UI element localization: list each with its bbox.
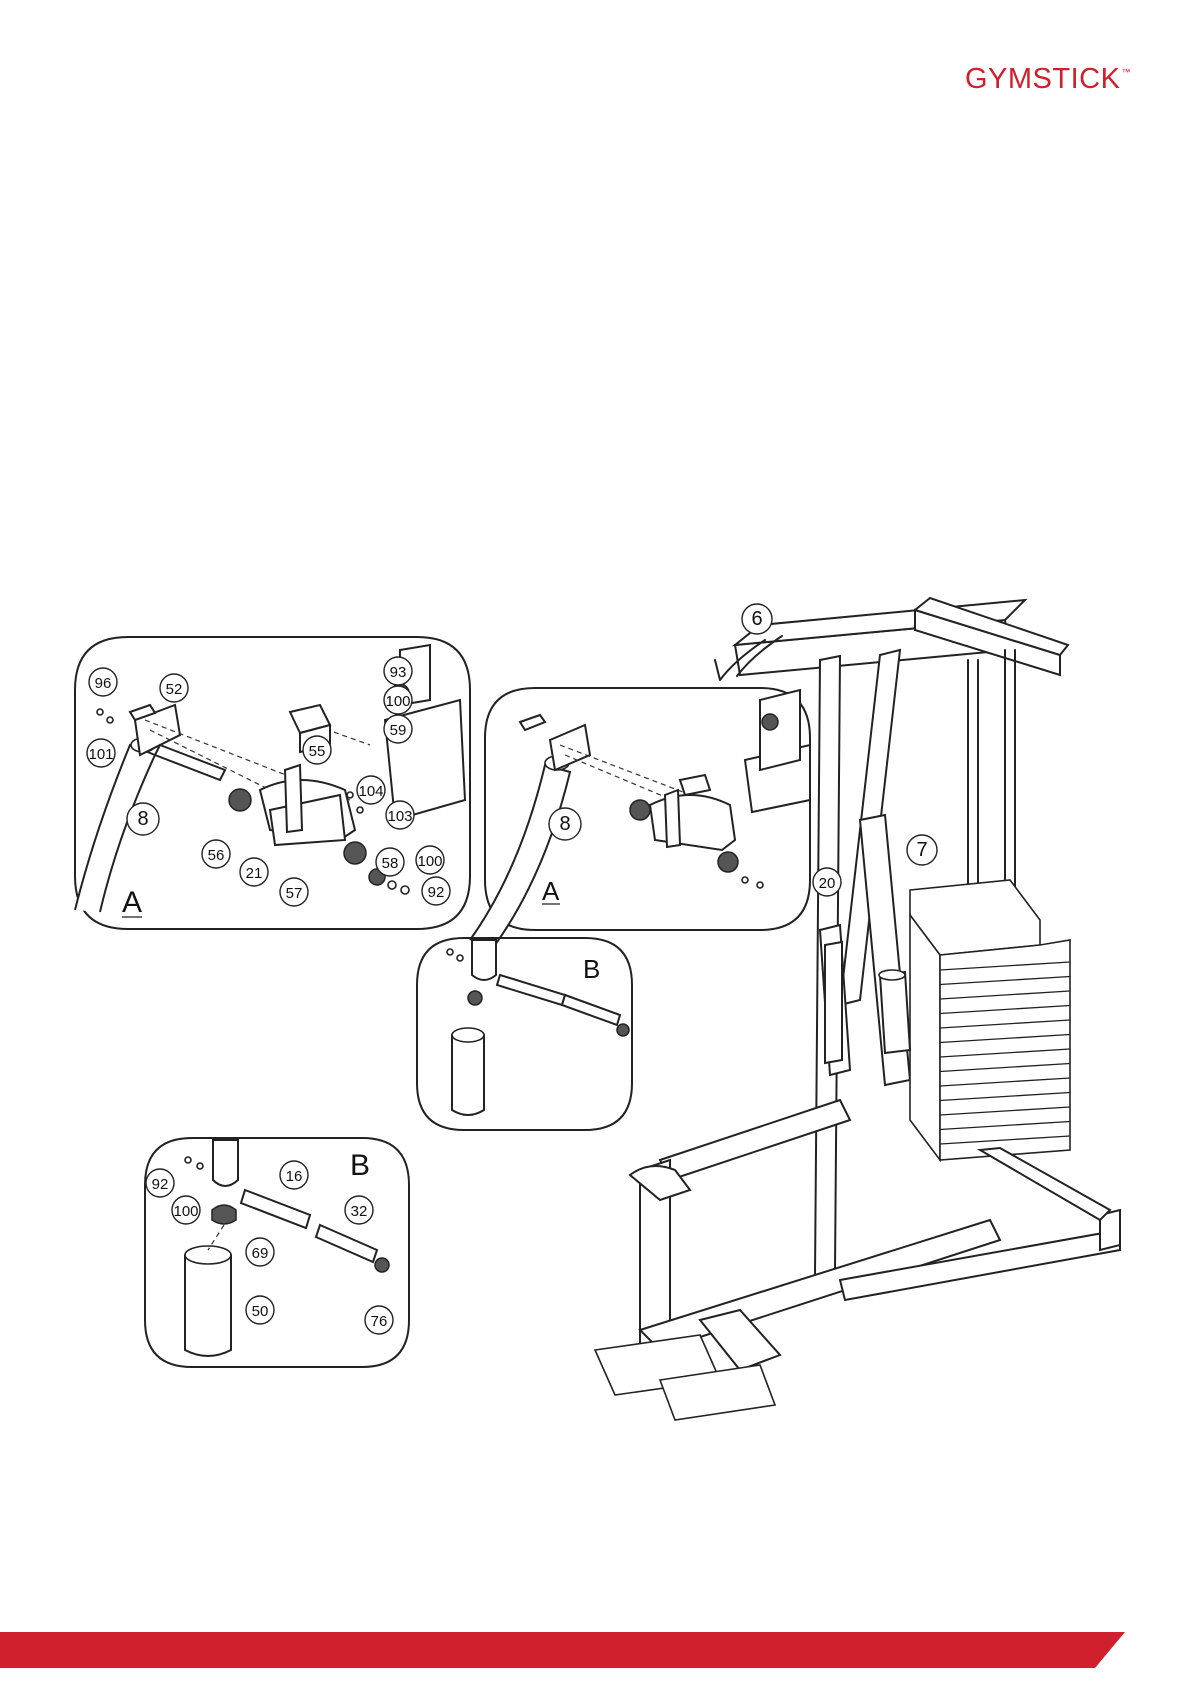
callout-number: 104 xyxy=(358,783,383,800)
main-machine xyxy=(595,598,1120,1420)
callout-number: 100 xyxy=(417,853,442,870)
callout-number: 92 xyxy=(428,884,445,901)
inset-b-bottom-label: B xyxy=(350,1149,370,1182)
callout-number: 21 xyxy=(246,865,263,882)
callout-number: 69 xyxy=(252,1245,269,1262)
callout-number: 8 xyxy=(137,808,148,830)
weight-stack xyxy=(910,880,1070,1160)
callout-number: 100 xyxy=(385,693,410,710)
callout-number: 92 xyxy=(152,1176,169,1193)
footer-brand-bar xyxy=(0,1632,1192,1668)
callout-number: 96 xyxy=(95,675,112,692)
inset-a-right xyxy=(470,688,810,945)
inset-a-left-label: A xyxy=(122,886,142,919)
callout-number: 100 xyxy=(173,1203,198,1220)
callout-number: 50 xyxy=(252,1303,269,1320)
callout-number: 103 xyxy=(387,808,412,825)
callout-number: 52 xyxy=(166,681,183,698)
callout-number: 32 xyxy=(351,1203,368,1220)
inset-a-right-label: A xyxy=(542,876,560,906)
callout-number: 57 xyxy=(286,885,303,902)
callout-number: 8 xyxy=(559,813,570,835)
callout-number: 6 xyxy=(751,608,762,630)
callout-number: 20 xyxy=(819,875,836,892)
inset-b-middle-label: B xyxy=(583,954,600,984)
callout-number: 93 xyxy=(390,664,407,681)
callout-number: 16 xyxy=(286,1168,303,1185)
callout-number: 59 xyxy=(390,722,407,739)
callout-number: 101 xyxy=(88,746,113,763)
callout-number: 76 xyxy=(371,1313,388,1330)
callout-number: 58 xyxy=(382,855,399,872)
callout-number: 7 xyxy=(916,839,927,861)
callout-number: 56 xyxy=(208,847,225,864)
callout-number: 55 xyxy=(309,743,326,760)
